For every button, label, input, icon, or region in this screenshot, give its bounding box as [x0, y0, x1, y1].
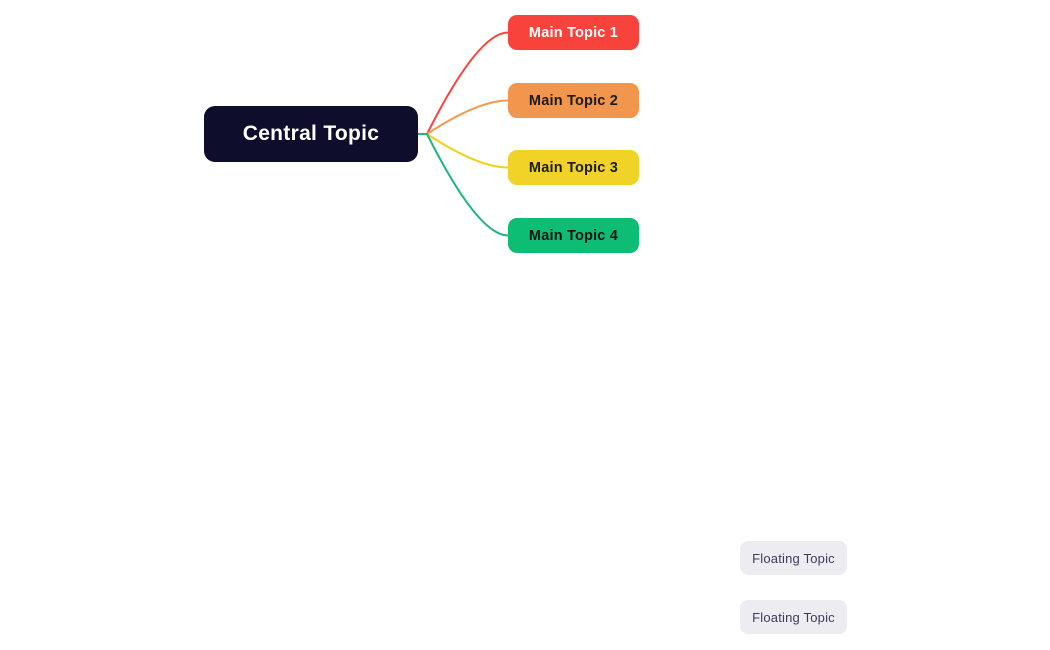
floating-topic-2-node[interactable]: Floating Topic: [740, 600, 847, 634]
floating-topic-2-label: Floating Topic: [752, 609, 835, 625]
main-topic-4-label: Main Topic 4: [528, 227, 619, 244]
main-topic-2-node[interactable]: Main Topic 2: [508, 83, 639, 118]
main-topic-1-label: Main Topic 1: [528, 24, 619, 41]
main-topic-1-node[interactable]: Main Topic 1: [508, 15, 639, 50]
main-topic-3-label: Main Topic 3: [528, 159, 619, 176]
central-topic-node[interactable]: Central Topic: [204, 106, 418, 162]
connector-main-topic-2: [426, 99, 509, 135]
main-topic-3-node[interactable]: Main Topic 3: [508, 150, 639, 185]
floating-topic-1-node[interactable]: Floating Topic: [740, 541, 847, 575]
floating-topic-1-label: Floating Topic: [752, 550, 835, 566]
connector-main-topic-4: [426, 133, 509, 237]
main-topic-2-label: Main Topic 2: [528, 92, 619, 109]
central-topic-label: Central Topic: [242, 122, 380, 145]
main-topic-4-node[interactable]: Main Topic 4: [508, 218, 639, 253]
connector-main-topic-3: [426, 133, 509, 169]
connector-main-topic-1: [426, 31, 509, 135]
